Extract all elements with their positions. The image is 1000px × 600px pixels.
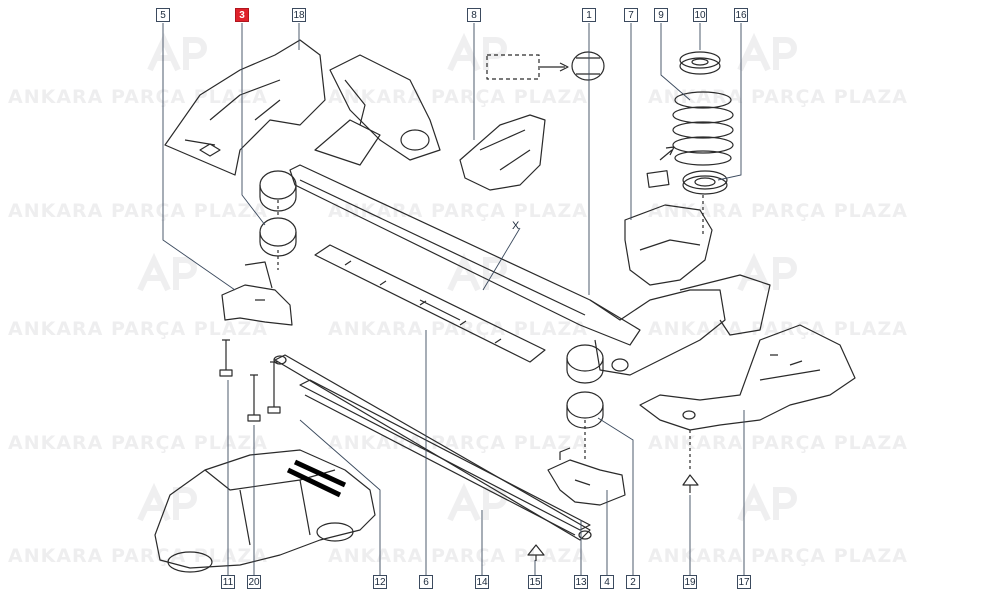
coil-spring [672,91,734,166]
spring-cup [624,195,713,286]
callout-1[interactable]: 1 [582,8,596,22]
right-heat-shield [639,324,856,431]
callout-4[interactable]: 4 [600,575,614,589]
side-rail [299,379,591,536]
clip-15 [527,544,545,561]
left-body-bracket [329,54,441,161]
left-mount-bracket [221,250,293,326]
marker-x: X [512,220,520,232]
clip-19 [682,430,699,493]
right-mount-bracket [547,420,626,506]
callout-3[interactable]: 3 [235,8,249,22]
leader-lines [162,23,745,575]
watermark-logos [137,32,797,522]
center-heat-shield [459,114,546,191]
left-heat-shield [164,39,326,176]
callout-6[interactable]: 6 [419,575,433,589]
callout-11[interactable]: 11 [221,575,235,589]
left-axle-bush [259,170,297,257]
callout-18[interactable]: 18 [292,8,306,22]
lower-spring-seat [682,170,728,195]
callout-9[interactable]: 9 [654,8,668,22]
callout-16[interactable]: 16 [734,8,748,22]
bolt-11 [219,339,233,377]
axle-bush-detail [486,51,605,81]
callout-20[interactable]: 20 [247,575,261,589]
vehicle-outline [154,449,376,573]
upper-spring-seat [679,51,721,75]
rear-axle-beam [289,119,771,376]
callout-19[interactable]: 19 [683,575,697,589]
callout-7[interactable]: 7 [624,8,638,22]
rubber-strip [314,244,546,363]
callout-2[interactable]: 2 [626,575,640,589]
callout-12[interactable]: 12 [373,575,387,589]
bolt-20 [247,361,281,422]
callout-10[interactable]: 10 [693,8,707,22]
callout-8[interactable]: 8 [467,8,481,22]
callout-13[interactable]: 13 [574,575,588,589]
callout-15[interactable]: 15 [528,575,542,589]
tie-bar [273,354,592,541]
callout-17[interactable]: 17 [737,575,751,589]
callout-14[interactable]: 14 [475,575,489,589]
callout-5[interactable]: 5 [156,8,170,22]
spring-label-tag [646,146,675,188]
